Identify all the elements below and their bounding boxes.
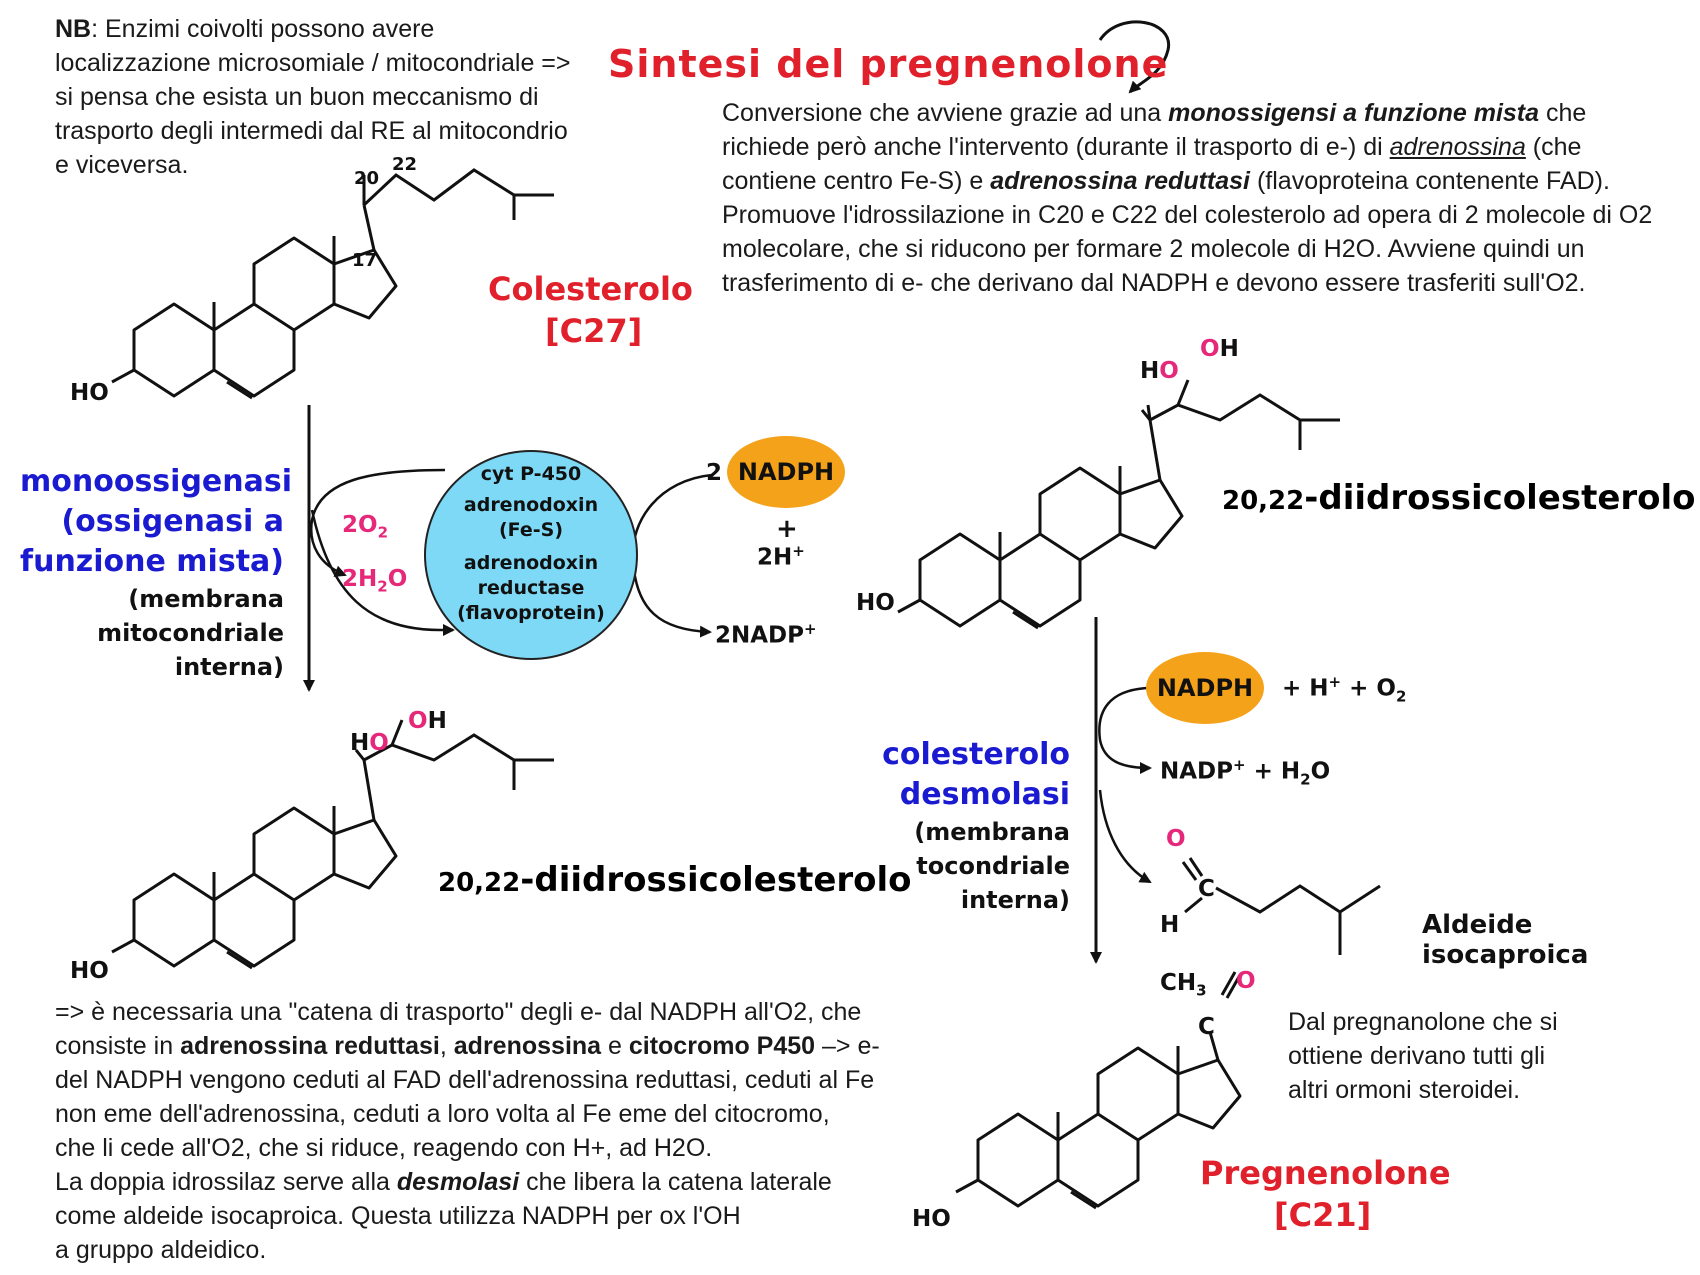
step1-enzyme-line2: (ossigenasi a [61,504,284,539]
diol-left-structure [110,719,554,970]
cholesterol-structure [110,168,554,400]
diol-left-oh: OH [408,708,447,734]
intro-bold-1: monossigensi a funzione mista [1168,99,1540,127]
cyto-line-6: (flavoprotein) [457,602,605,624]
pregnenolone-c: C [1198,1014,1215,1040]
pregnenolone-ch3: CH3 [1160,970,1207,1000]
c22-label: 22 [392,154,418,175]
hplus-label: 2H+ [757,542,805,571]
bottom-line-7: come aldeide isocaproica. Questa utilizz… [55,1202,741,1230]
cyto-line-1: cyt P-450 [480,463,582,485]
bottom-note: => è necessaria una "catena di trasporto… [55,995,1035,1267]
cholesterol-name: Colesterolo [488,270,693,308]
bottom-line-3: del NADPH vengono ceduti al FAD dell'adr… [55,1066,875,1094]
diol-left-name: 20,22-diidrossicolesterolo [438,860,912,900]
aldehyde-c: C [1198,876,1215,902]
cyto-line-4: adrenodoxin [463,552,599,574]
diol-right-h: HO [1140,358,1179,384]
bottom-line-2: consiste in adrenossina reduttasi, adren… [55,1032,880,1060]
nadp-out-label: 2NADP+ [715,620,817,649]
intro-paragraph: Conversione che avviene grazie ad una mo… [722,96,1672,300]
intro-text-3: (che contiene centro Fe-S) e [722,133,1582,195]
step2-loc-line1: (membrana [914,818,1070,846]
aldehyde-o: O [1166,826,1186,852]
cholesterol-ho: HO [70,380,109,406]
c17-label: 17 [352,250,378,271]
intro-bold-2: adrenossina reduttasi [990,167,1251,195]
nb-note: NB: Enzimi coivolti possono avere locali… [55,12,585,182]
cyto-line-2: adrenodoxin [463,494,599,516]
pregnenolone-note: Dal pregnanolone che si ottiene derivano… [1288,1008,1558,1104]
step2-location: (membrana tocondriale interna) [830,815,1070,917]
cytochrome-complex: cyt P-450 adrenodoxin (Fe-S) adrenodoxin… [424,450,638,660]
nadph-oval-1: NADPH [727,436,845,508]
cholesterol-carbons: [C27] [545,312,643,350]
intro-text-4: (flavoproteina contenente FAD). Promuove… [722,167,1653,297]
step1-loc-line2: mitocondriale [97,619,284,647]
pregnenolone-o: O [1236,968,1256,994]
step2-loc-line2: tocondriale [916,852,1070,880]
diol-right-name: 20,22-diidrossicolesterolo [1222,478,1696,518]
nadph-coefficient: 2 [706,460,723,486]
nb-text: : Enzimi coivolti possono avere localizz… [55,15,571,179]
step2-inputs: + H+ + O2 [1282,673,1407,706]
aldehyde-h: H [1160,912,1180,938]
step1-enzyme: monoossigenasi (ossigenasi a funzione mi… [20,462,293,582]
step1-location: (membrana mitocondriale interna) [40,582,284,684]
page-title: Sintesi del pregnenolone [608,42,1169,86]
step1-loc-line1: (membrana [128,585,284,613]
pregnenolone-name: Pregnenolone [1200,1154,1451,1192]
curl-arrow [1098,20,1171,94]
bottom-line-1: => è necessaria una "catena di trasporto… [55,998,862,1026]
diol-right-ho: HO [856,590,895,616]
step1-loc-line3: interna) [174,653,284,681]
diol-left-h: HO [350,730,389,756]
bottom-line-8: a gruppo aldeidico. [55,1236,267,1264]
step2-enzyme: colesterolo desmolasi [820,735,1070,815]
bottom-line-6: La doppia idrossilaz serve alla desmolas… [55,1168,832,1196]
c20-label: 20 [354,168,380,189]
diol-left-ho: HO [70,958,109,984]
intro-text-2: che richiede però anche l'intervento (du… [722,99,1587,161]
aldehyde-structure [1181,857,1381,955]
nb-prefix: NB [55,15,92,43]
bottom-line-4: non eme dell'adrenossina, ceduti a loro … [55,1100,830,1128]
bottom-line-5: che li cede all'O2, che si riduce, reage… [55,1134,713,1162]
intro-text-1: Conversione che avviene grazie ad una [722,99,1169,127]
diol-right-oh: OH [1200,336,1239,362]
cyto-line-5: reductase [477,577,585,599]
pregnenolone-structure [954,1031,1242,1210]
cyto-line-3: (Fe-S) [498,519,564,541]
nadph-plus: + [776,514,798,544]
o2-label: 2O2 [342,512,388,542]
step1-enzyme-line3: funzione mista) [20,544,284,579]
step2-outputs: NADP+ + H2O [1160,756,1331,789]
diol-right-structure [896,379,1340,630]
pregnenolone-ho: HO [912,1206,951,1232]
h2o-label: 2H2O [342,566,408,596]
intro-underline-1: adrenossina [1389,133,1526,161]
aldehyde-name: Aldeide isocaproica [1422,910,1589,970]
step2-enzyme-line1: colesterolo [882,737,1070,772]
step2-enzyme-line2: desmolasi [899,777,1070,812]
pregnenolone-carbons: [C21] [1274,1196,1372,1234]
nadph-oval-2: NADPH [1146,652,1264,724]
step2-loc-line3: interna) [960,886,1070,914]
step1-enzyme-line1: monoossigenasi [20,464,293,499]
